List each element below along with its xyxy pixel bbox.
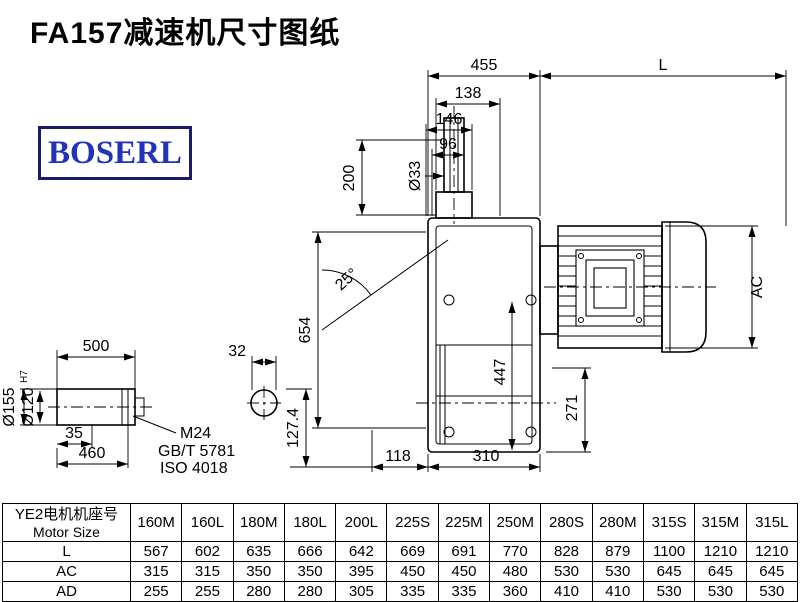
dimension-value-cell: 450 <box>386 561 439 582</box>
shaft-detail-view <box>48 388 152 426</box>
motor-size-cell: 280M <box>591 503 644 542</box>
dim-460-label: 460 <box>79 445 106 462</box>
dimension-value-cell: 255 <box>181 581 234 602</box>
dimension-value-cell: 480 <box>489 561 542 582</box>
motor-size-cell: 200L <box>335 503 388 542</box>
dim-310-label: 310 <box>473 448 500 465</box>
dimension-value-cell: 280 <box>283 581 337 602</box>
dimension-value-cell: 530 <box>591 561 644 582</box>
brand-logo: BOSERL <box>38 126 192 180</box>
dimension-value-cell: 410 <box>540 581 593 602</box>
dim-118-label: 118 <box>385 448 411 465</box>
motor-size-cell: 315L <box>745 503 799 542</box>
motor-size-cell: 180L <box>283 503 337 542</box>
dimension-value-cell: 530 <box>745 581 799 602</box>
dimension-value-cell: 350 <box>232 561 285 582</box>
callout-gb-standard-label: GB/T 5781 <box>158 443 235 460</box>
dimension-value-cell: 1210 <box>694 541 747 562</box>
dimension-value-cell: 828 <box>540 541 593 562</box>
dimension-value-cell: 567 <box>129 541 183 562</box>
dim-200-label: 200 <box>341 165 358 192</box>
dimension-value-cell: 666 <box>283 541 337 562</box>
motor-size-cell: 160M <box>129 503 183 542</box>
motor-size-cell: 160L <box>181 503 234 542</box>
dimension-value-cell: 635 <box>232 541 285 562</box>
dimension-value-cell: 645 <box>642 561 696 582</box>
dim-dia120-tolerance-label: H7 <box>19 370 30 383</box>
motor-size-header-cn: YE2电机机座号 <box>14 505 119 523</box>
technical-drawing: 455 L 138 146 96 Ø33 200 654 25° <box>1 57 787 477</box>
dimension-value-cell: 360 <box>489 581 542 602</box>
dim-455-label: 455 <box>471 57 498 74</box>
dim-angle-label: 25° <box>332 265 361 294</box>
dimension-value-cell: 602 <box>181 541 234 562</box>
dimension-value-cell: 645 <box>745 561 799 582</box>
dimension-annotations: 455 L 138 146 96 Ø33 200 654 25° <box>1 57 787 477</box>
dimension-value-cell: 1210 <box>745 541 799 562</box>
dim-138-label: 138 <box>455 85 482 102</box>
row-label-L: L <box>2 541 131 562</box>
dimension-value-cell: 691 <box>437 541 491 562</box>
motor-size-cell: 180M <box>232 503 285 542</box>
dim-dia120-label: Ø120 <box>20 387 37 426</box>
dim-271-label: 271 <box>564 395 581 422</box>
motor-size-header: YE2电机机座号 Motor Size <box>2 503 131 542</box>
dim-dia155-label: Ø155 <box>1 387 18 426</box>
callout-iso-standard-label: ISO 4018 <box>160 460 228 477</box>
gearbox-main-view <box>416 106 556 453</box>
dimension-value-cell: 335 <box>437 581 491 602</box>
dim-500-label: 500 <box>83 338 110 355</box>
dim-96-label: 96 <box>439 136 457 153</box>
motor-size-cell: 250M <box>489 503 542 542</box>
dimension-value-cell: 530 <box>540 561 593 582</box>
motor-size-cell: 315M <box>694 503 747 542</box>
motor-view <box>539 221 716 353</box>
shaft-section-view <box>247 386 281 420</box>
dim-35-label: 35 <box>65 425 83 442</box>
dimension-value-cell: 770 <box>489 541 542 562</box>
row-label-AD: AD <box>2 581 131 602</box>
dimension-value-cell: 879 <box>591 541 644 562</box>
dimension-value-cell: 395 <box>335 561 388 582</box>
dim-dia33-label: Ø33 <box>407 161 424 191</box>
dim-L-label: L <box>659 57 668 74</box>
dim-32-label: 32 <box>228 343 246 360</box>
dimension-value-cell: 645 <box>694 561 747 582</box>
motor-size-cell: 225M <box>437 503 491 542</box>
callout-thread-label: M24 <box>180 425 211 442</box>
row-label-AC: AC <box>2 561 131 582</box>
motor-size-cell: 280S <box>540 503 593 542</box>
dimension-value-cell: 642 <box>335 541 388 562</box>
dimension-value-cell: 410 <box>591 581 644 602</box>
dimension-value-cell: 305 <box>335 581 388 602</box>
dim-AC-label: AC <box>749 276 766 298</box>
brand-logo-text: BOSERL <box>48 134 182 171</box>
dimension-value-cell: 315 <box>181 561 234 582</box>
motor-size-header-en: Motor Size <box>33 523 100 540</box>
motor-size-cell: 315S <box>642 503 696 542</box>
dim-127-label: 127.4 <box>285 408 302 448</box>
dim-146-label: 146 <box>436 111 463 128</box>
dimension-value-cell: 335 <box>386 581 439 602</box>
dimension-value-cell: 350 <box>283 561 337 582</box>
motor-size-cell: 225S <box>386 503 439 542</box>
page-title: FA157减速机尺寸图纸 <box>30 17 341 50</box>
dim-447-label: 447 <box>492 359 509 386</box>
dimension-value-cell: 1100 <box>642 541 696 562</box>
dimension-value-cell: 669 <box>386 541 439 562</box>
dimension-value-cell: 315 <box>129 561 183 582</box>
dimension-value-cell: 450 <box>437 561 491 582</box>
dimension-value-cell: 530 <box>694 581 747 602</box>
dim-654-label: 654 <box>297 317 314 344</box>
dimension-value-cell: 530 <box>642 581 696 602</box>
dimension-value-cell: 280 <box>232 581 285 602</box>
dimension-value-cell: 255 <box>129 581 183 602</box>
